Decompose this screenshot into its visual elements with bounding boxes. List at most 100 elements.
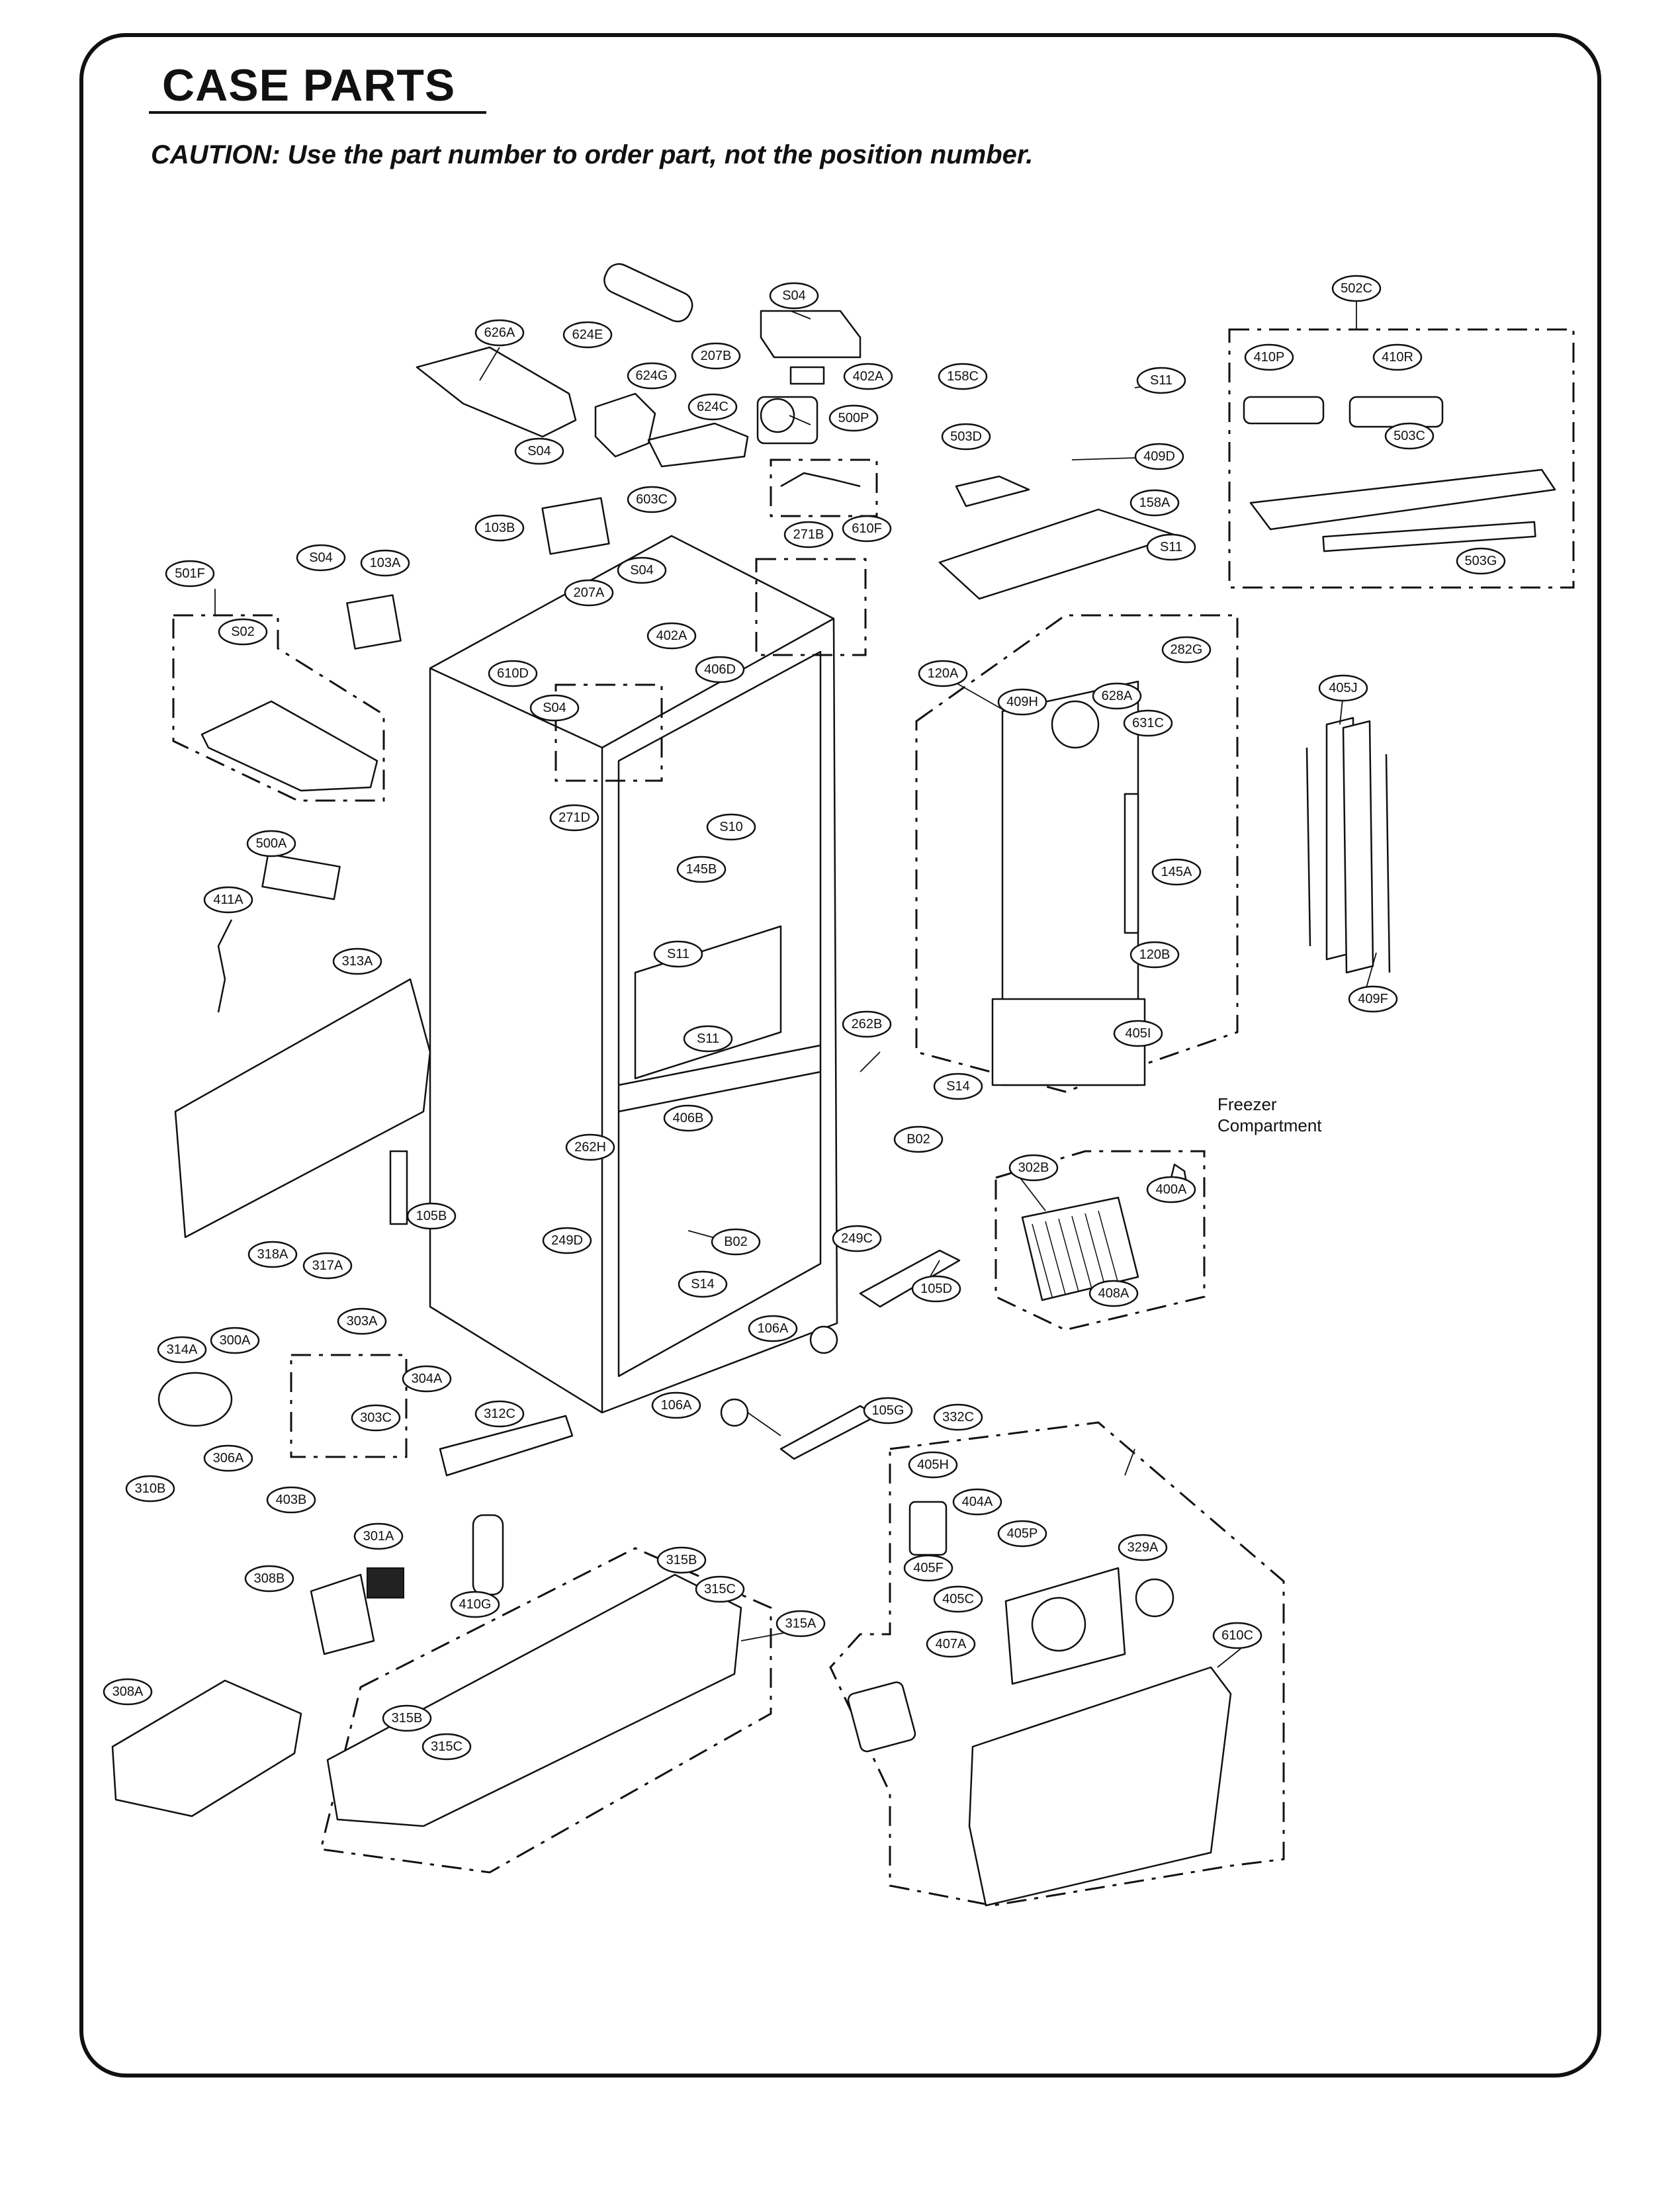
svg-text:120B: 120B <box>1139 947 1171 962</box>
freezer-compartment-label: Freezer Compartment <box>1217 1094 1322 1135</box>
callout-317a: 317A <box>302 1252 353 1280</box>
part-503c-board <box>1249 468 1556 531</box>
callout-400a: 400A <box>1146 1176 1196 1203</box>
callout-300a: 300A <box>210 1327 260 1354</box>
svg-text:S11: S11 <box>1150 373 1172 388</box>
callout-402a: 402A <box>843 363 893 390</box>
svg-text:407A: 407A <box>936 1637 967 1651</box>
svg-text:158C: 158C <box>947 369 979 384</box>
callout-b02: B02 <box>893 1125 944 1153</box>
svg-text:315C: 315C <box>704 1582 736 1597</box>
part-301a-motor <box>367 1567 404 1598</box>
svg-text:303C: 303C <box>360 1411 392 1425</box>
callout-624e: 624E <box>562 321 613 349</box>
part-405p-fan <box>1031 1597 1086 1652</box>
callout-411a: 411A <box>203 886 253 914</box>
callout-405c: 405C <box>933 1585 983 1613</box>
callout-105d: 105D <box>911 1275 961 1303</box>
svg-text:402A: 402A <box>853 369 884 384</box>
svg-text:306A: 306A <box>213 1451 244 1466</box>
callout-502c: 502C <box>1331 275 1382 302</box>
svg-text:315B: 315B <box>392 1711 423 1726</box>
callout-315b: 315B <box>656 1546 707 1574</box>
svg-text:405I: 405I <box>1126 1026 1151 1041</box>
callout-s04: S04 <box>769 282 819 310</box>
svg-text:105B: 105B <box>416 1209 447 1223</box>
svg-text:329A: 329A <box>1127 1540 1159 1555</box>
svg-text:S04: S04 <box>527 444 551 459</box>
group-502c-outline <box>1228 328 1575 589</box>
page-border <box>79 33 1601 2078</box>
svg-text:409H: 409H <box>1006 695 1038 709</box>
part-628a-fan <box>1051 700 1100 749</box>
callout-s02: S02 <box>218 618 268 646</box>
svg-text:314A: 314A <box>167 1342 198 1357</box>
part-624g <box>594 392 656 458</box>
svg-text:S02: S02 <box>231 625 255 639</box>
callout-315b: 315B <box>382 1704 432 1732</box>
svg-text:631C: 631C <box>1132 716 1164 730</box>
svg-text:406D: 406D <box>704 662 736 677</box>
svg-text:610D: 610D <box>497 666 529 681</box>
svg-text:603C: 603C <box>636 492 668 507</box>
callout-249c: 249C <box>832 1225 882 1252</box>
callout-302b: 302B <box>1008 1154 1059 1182</box>
callout-s14: S14 <box>933 1072 983 1100</box>
svg-text:105G: 105G <box>872 1403 905 1418</box>
part-405j-strip-b <box>1342 720 1374 974</box>
part-315a-base <box>326 1573 742 1827</box>
part-500a <box>261 853 341 900</box>
callout-s11: S11 <box>1146 533 1196 561</box>
svg-text:207A: 207A <box>574 586 605 600</box>
svg-text:310B: 310B <box>135 1481 166 1496</box>
svg-text:B02: B02 <box>724 1235 748 1249</box>
svg-text:313A: 313A <box>342 954 373 969</box>
svg-text:405H: 405H <box>917 1458 949 1472</box>
part-501f-shelf <box>200 700 378 792</box>
callout-315c: 315C <box>421 1733 472 1761</box>
svg-text:624G: 624G <box>636 369 668 383</box>
callout-304a: 304A <box>402 1365 452 1393</box>
cabinet-inner-liner <box>617 650 822 1378</box>
callout-158c: 158C <box>938 363 988 390</box>
callout-403b: 403B <box>266 1486 316 1514</box>
svg-text:301A: 301A <box>363 1529 394 1544</box>
group-610f-outline <box>770 459 878 517</box>
part-105d <box>859 1249 961 1308</box>
part-405h <box>908 1501 948 1556</box>
callout-308b: 308B <box>244 1565 294 1593</box>
callout-410g: 410G <box>450 1591 500 1618</box>
svg-text:503C: 503C <box>1393 429 1425 443</box>
part-207b <box>760 310 862 359</box>
callout-105g: 105G <box>863 1397 913 1424</box>
cabinet-front-top-edge <box>429 667 603 749</box>
part-106a-lower <box>720 1398 749 1427</box>
svg-text:400A: 400A <box>1156 1182 1187 1197</box>
callout-408a: 408A <box>1088 1280 1139 1307</box>
callout-310b: 310B <box>125 1475 175 1503</box>
page-title: CASE PARTS <box>162 60 456 110</box>
svg-text:S04: S04 <box>782 288 806 303</box>
svg-text:406B: 406B <box>673 1111 704 1125</box>
svg-text:402A: 402A <box>656 629 687 643</box>
svg-text:Freezer: Freezer <box>1217 1094 1277 1114</box>
callout-103a: 103A <box>360 549 410 577</box>
callout-103b: 103B <box>474 514 525 542</box>
callout-410r: 410R <box>1372 343 1423 371</box>
svg-text:624C: 624C <box>697 400 729 414</box>
svg-text:300A: 300A <box>220 1333 251 1348</box>
group-332c-outline <box>829 1421 1285 1907</box>
group-303a-outline <box>290 1354 408 1458</box>
group-271b-outline <box>755 558 867 656</box>
svg-text:317A: 317A <box>312 1258 343 1273</box>
callout-500p: 500P <box>828 404 879 432</box>
callout-262b: 262B <box>842 1010 892 1038</box>
svg-text:249C: 249C <box>841 1231 873 1246</box>
part-103a <box>346 594 402 650</box>
callout-s04: S04 <box>529 694 580 722</box>
parts-line-art <box>111 263 1556 1907</box>
part-410g-capacitor <box>472 1514 504 1596</box>
callout-329a: 329A <box>1118 1534 1168 1561</box>
svg-text:302B: 302B <box>1018 1160 1049 1175</box>
svg-text:501F: 501F <box>175 566 205 581</box>
